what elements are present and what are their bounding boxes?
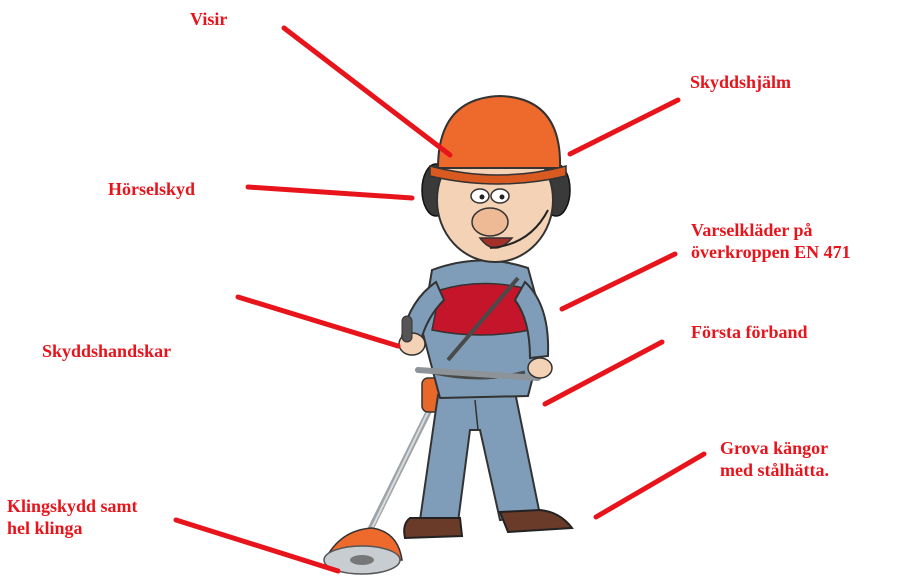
label-gloves: Skyddshandskar [42, 340, 171, 362]
brush-cutter [324, 378, 442, 574]
label-blade-guard-line1: Klingskydd samt [7, 495, 138, 517]
label-helmet: Skyddshjälm [690, 71, 791, 93]
label-high-visibility-line2: överkroppen EN 471 [691, 241, 851, 263]
pointer-blade [176, 520, 338, 571]
label-boots: Grova kängor med stålhätta. [720, 437, 829, 481]
head [422, 96, 570, 262]
label-high-visibility-line1: Varselkläder på [691, 219, 851, 241]
legs [420, 392, 540, 522]
label-visir: Visir [190, 8, 227, 30]
pointer-boots [596, 454, 704, 517]
pointer-helmet [570, 100, 678, 154]
label-first-aid: Första förband [691, 321, 808, 343]
label-blade-guard: Klingskydd samt hel klinga [7, 495, 138, 539]
label-blade-guard-line2: hel klinga [7, 517, 138, 539]
pointer-first-aid [545, 342, 662, 404]
label-boots-line1: Grova kängor [720, 437, 829, 459]
pointer-visir [284, 28, 450, 155]
label-hearing-protection: Hörselskyd [108, 178, 195, 200]
label-high-visibility: Varselkläder på överkroppen EN 471 [691, 219, 851, 263]
pointer-vest [562, 254, 675, 309]
label-boots-line2: med stålhätta. [720, 459, 829, 481]
blade-guard [324, 528, 402, 574]
pointer-gloves [238, 297, 398, 346]
pointer-ear [248, 187, 412, 198]
